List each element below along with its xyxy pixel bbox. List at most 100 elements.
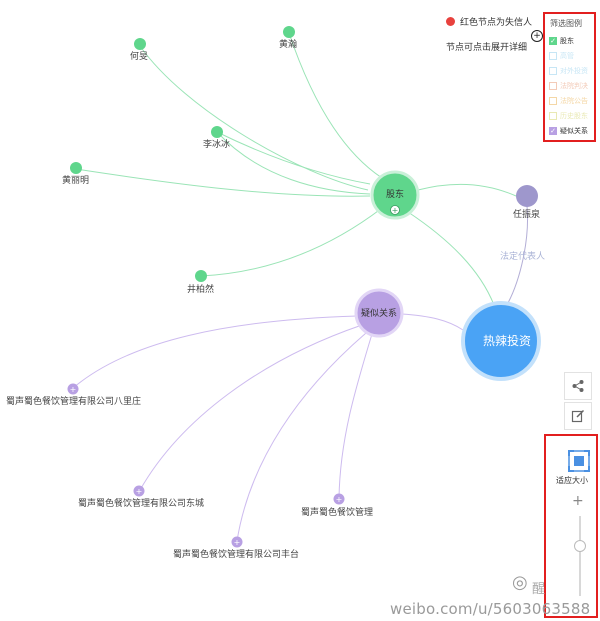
- node-label: 蜀声蜀色餐饮管理有限公司丰台: [173, 548, 299, 560]
- graph-hint: 红色节点为失信人 节点可点击展开详细: [446, 14, 546, 53]
- hub-circle: [370, 170, 420, 220]
- zoom-controls: 适应大小 +: [544, 434, 598, 618]
- center-circle: [461, 301, 541, 381]
- plus-circle-icon[interactable]: +: [531, 30, 543, 42]
- fit-screen-icon[interactable]: [568, 450, 590, 472]
- node-label: 李冰冰: [203, 138, 230, 150]
- hub-label: 疑似关系: [361, 307, 397, 319]
- node-label: 黄丽明: [62, 174, 89, 186]
- red-node-hint: 红色节点为失信人: [446, 14, 546, 28]
- node-libingbing[interactable]: 李冰冰: [203, 126, 230, 150]
- plus-icon: +: [70, 385, 77, 394]
- edge-libingbing-shareholder-a: [216, 131, 371, 185]
- legend-item-shareholder[interactable]: ✓ 股东: [549, 33, 590, 48]
- node-dongcheng[interactable]: + 蜀声蜀色餐饮管理有限公司东城: [78, 485, 204, 510]
- edge-shareholder-center: [407, 211, 495, 306]
- node-jingboran[interactable]: 井柏然: [187, 270, 214, 295]
- red-dot-icon: [446, 16, 455, 26]
- legend-label: 对外投资: [560, 66, 588, 75]
- plus-icon: +: [136, 487, 143, 496]
- edge-suspect-canyin: [338, 333, 373, 499]
- edge-suspect-balizhuang: [72, 315, 358, 389]
- hub-label: 股东: [386, 188, 404, 200]
- node-dot: [67, 383, 79, 395]
- legend-title: 筛选图例: [550, 19, 582, 28]
- edge-jingboran-shareholder: [200, 207, 383, 277]
- legend-label: 法院判决: [560, 81, 588, 90]
- edge-huanghan-shareholder: [288, 32, 383, 179]
- checkbox-icon[interactable]: [549, 96, 557, 105]
- node-dot: [195, 270, 207, 282]
- checkbox-checked-icon[interactable]: ✓: [549, 36, 557, 45]
- node-canyin[interactable]: + 蜀声蜀色餐饮管理: [301, 493, 373, 519]
- node-dot: [211, 126, 223, 138]
- legend-item-suspect[interactable]: ✓ 疑似关系: [549, 123, 590, 138]
- plus-glyph: +: [392, 206, 399, 215]
- expand-text: 节点可点击展开详细: [446, 43, 528, 53]
- node-dot: [333, 493, 345, 505]
- legend-item-court-notice[interactable]: 法院公告: [549, 93, 590, 108]
- node-dot: [516, 185, 538, 207]
- center-label: 热辣投资: [483, 333, 531, 348]
- expand-plus-icon[interactable]: [390, 205, 400, 215]
- edge-legal-rep: [507, 205, 529, 304]
- legend-item-court-ruling[interactable]: 法院判决: [549, 78, 590, 93]
- node-label: 蜀声蜀色餐饮管理有限公司八里庄: [6, 395, 141, 407]
- share-button[interactable]: [564, 372, 592, 400]
- node-label: 任振泉: [513, 208, 540, 220]
- red-node-text: 红色节点为失信人: [460, 17, 533, 28]
- legend-label: 股东: [560, 36, 574, 45]
- checkbox-icon[interactable]: [549, 81, 557, 90]
- node-dot: [70, 162, 82, 174]
- node-label: 黄瀚: [279, 38, 297, 50]
- node-dot: [231, 536, 243, 548]
- edge-label-legal-rep: 法定代表人: [500, 250, 545, 262]
- hub-shareholder[interactable]: 股东 +: [370, 170, 420, 220]
- node-renzhenquan[interactable]: 任振泉: [513, 185, 540, 220]
- weibo-logo-icon: ◎: [512, 572, 528, 593]
- edge-renzhenquan-shareholder: [417, 183, 517, 197]
- legend-label: 高管: [560, 51, 574, 60]
- checkbox-icon[interactable]: [549, 51, 557, 60]
- checkbox-icon[interactable]: [549, 66, 557, 75]
- node-dot: [133, 485, 145, 497]
- filter-legend: 筛选图例 ✓ 股东 高管 对外投资 法院判决 法院公告 历史股东 ✓ 疑似关系: [543, 12, 596, 142]
- legend-label: 疑似关系: [560, 126, 588, 135]
- edit-button[interactable]: [564, 402, 592, 430]
- legend-item-former-shareholder[interactable]: 历史股东: [549, 108, 590, 123]
- legend-label: 法院公告: [560, 96, 588, 105]
- node-center-company[interactable]: 热辣投资: [461, 301, 541, 381]
- edge-suspect-center: [401, 313, 464, 331]
- plus-icon: +: [234, 538, 241, 547]
- node-fengtai[interactable]: + 蜀声蜀色餐饮管理有限公司丰台: [173, 536, 299, 561]
- hub-circle: [354, 288, 404, 338]
- edit-icon: [571, 409, 585, 423]
- edge-suspect-dongcheng: [139, 324, 363, 491]
- edge-libingbing-shareholder-b: [216, 131, 371, 195]
- node-huanghan[interactable]: 黄瀚: [279, 26, 297, 50]
- node-huangliming[interactable]: 黄丽明: [62, 162, 89, 186]
- node-heman[interactable]: 何旻: [130, 38, 148, 62]
- checkbox-checked-icon[interactable]: ✓: [549, 126, 557, 135]
- node-label: 何旻: [130, 50, 148, 62]
- node-balizhuang[interactable]: + 蜀声蜀色餐饮管理有限公司八里庄: [6, 383, 141, 408]
- zoom-slider-handle[interactable]: [574, 540, 586, 552]
- watermark-name: 醒: [532, 582, 546, 597]
- fit-size-label: 适应大小: [556, 476, 588, 485]
- hub-suspect[interactable]: 疑似关系: [354, 288, 404, 338]
- node-label: 蜀声蜀色餐饮管理: [301, 506, 373, 518]
- plus-icon: +: [336, 495, 343, 504]
- legend-item-executive[interactable]: 高管: [549, 48, 590, 63]
- legend-label: 历史股东: [560, 111, 588, 120]
- legend-item-investment[interactable]: 对外投资: [549, 63, 590, 78]
- watermark-url: weibo.com/u/5603063588: [390, 600, 591, 618]
- zoom-in-button[interactable]: +: [572, 493, 584, 509]
- share-icon: [572, 380, 584, 392]
- node-dot: [134, 38, 146, 50]
- checkbox-icon[interactable]: [549, 111, 557, 120]
- node-dot: [283, 26, 295, 38]
- node-label: 井柏然: [187, 283, 214, 295]
- expand-hint: 节点可点击展开详细: [446, 40, 546, 53]
- zoom-slider-track[interactable]: [579, 516, 581, 596]
